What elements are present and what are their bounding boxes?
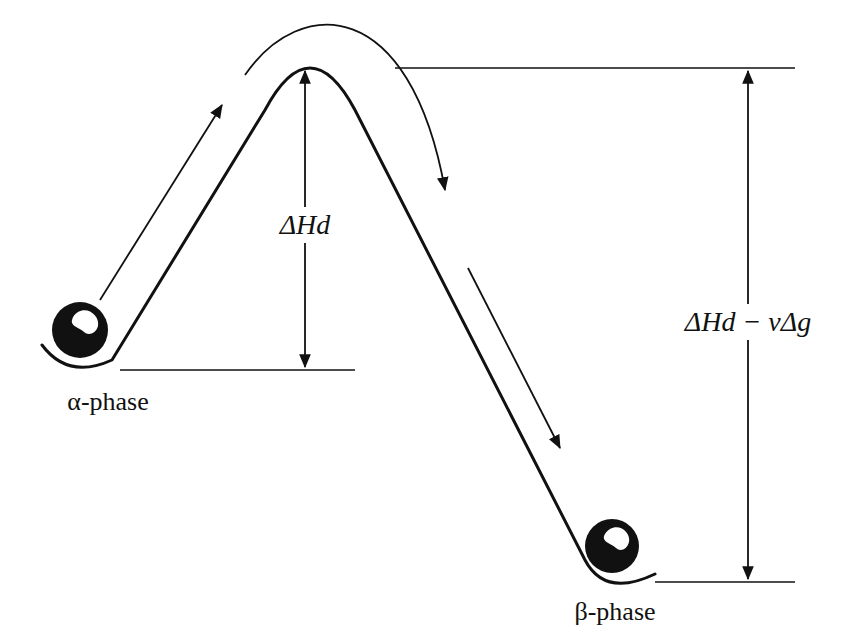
motion-arrow [100,105,222,300]
motion-arrow [468,268,560,448]
reference-line [395,67,795,69]
energy-curve [42,68,655,583]
dimension-label-text: ΔHd [276,207,335,243]
phase-label: β-phase [570,595,659,629]
phase-label: α-phase [63,385,152,419]
dimension-label: ΔHd − vΔg [681,304,815,340]
reference-line [120,369,355,371]
dimension-label: ΔHd [276,207,335,243]
dimension-label-text: ΔHd − vΔg [681,304,815,340]
reference-line [655,581,795,583]
motion-arrow [245,25,445,190]
phase-label-text: β-phase [570,595,659,629]
phase-label-text: α-phase [63,385,152,419]
ball [52,302,108,358]
ball [585,519,639,573]
